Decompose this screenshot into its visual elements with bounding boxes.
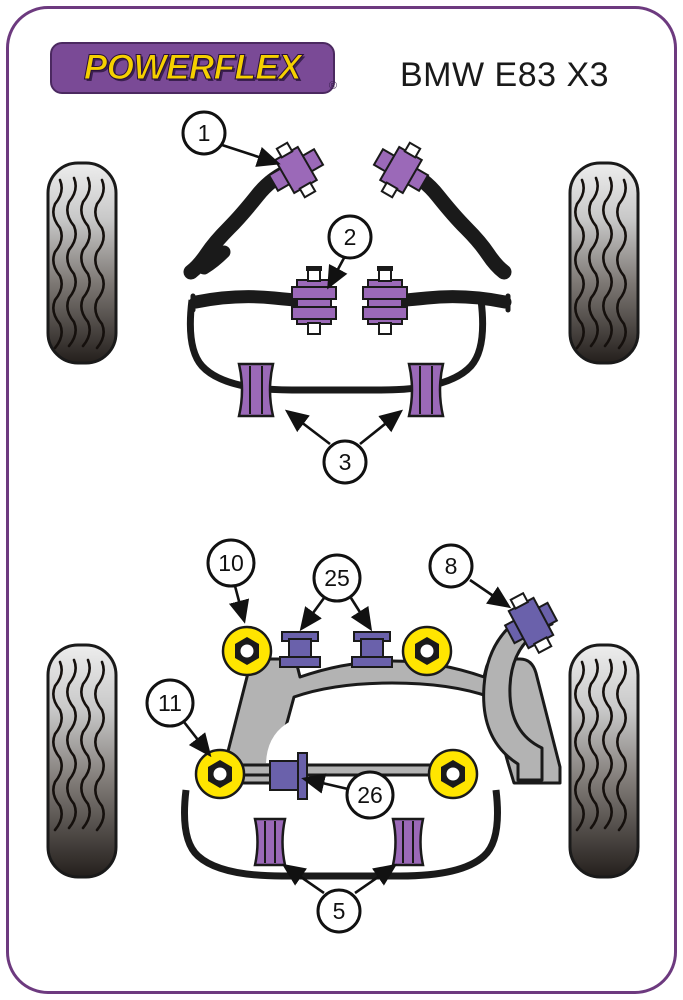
front-arb-bush-left xyxy=(237,362,275,418)
rear-subframe-bush-upper-right xyxy=(401,625,453,677)
front-upper-wishbone-left xyxy=(183,162,299,280)
registered-mark-icon: ® xyxy=(328,80,337,92)
rear-arb-bush-left xyxy=(253,817,287,867)
front-upper-bush-right xyxy=(372,141,430,199)
callout-5-label: 5 xyxy=(333,898,346,924)
callout-3[interactable]: 3 xyxy=(284,409,404,485)
callout-8-label: 8 xyxy=(445,553,458,579)
callout-26-label: 26 xyxy=(357,782,383,808)
front-lower-bush-left xyxy=(291,266,337,335)
callout-2[interactable]: 2 xyxy=(327,214,373,290)
callout-3-label: 3 xyxy=(339,449,352,475)
logo-text: POWERFLEX xyxy=(83,48,302,88)
callout-11-label: 11 xyxy=(158,690,182,716)
front-upper-bush-left xyxy=(267,141,325,199)
rear-trailing-arm xyxy=(482,608,554,782)
rear-anti-roll-bar xyxy=(181,789,501,880)
callout-1[interactable]: 1 xyxy=(181,110,281,167)
rear-trailing-arm-bush xyxy=(503,591,559,655)
page-title: BMW E83 X3 xyxy=(400,55,610,94)
front-lower-bush-right xyxy=(362,266,408,335)
callout-25[interactable]: 25 xyxy=(299,553,373,632)
callout-26[interactable]: 26 xyxy=(301,770,395,820)
front-upper-wishbone-right xyxy=(396,162,512,280)
rear-subframe-bush-upper-left xyxy=(221,625,273,677)
rear-arb-bush-right xyxy=(391,817,425,867)
rear-left-tire xyxy=(46,643,118,879)
logo-plate xyxy=(50,42,335,94)
callout-11[interactable]: 11 xyxy=(145,678,212,758)
front-arb-bush-right xyxy=(407,362,445,418)
callout-8[interactable]: 8 xyxy=(428,543,512,609)
callout-5[interactable]: 5 xyxy=(281,863,398,934)
front-left-tire xyxy=(46,161,118,365)
powerflex-logo: POWERFLEX ® xyxy=(50,42,337,94)
callout-1-label: 1 xyxy=(198,120,211,146)
callout-2-label: 2 xyxy=(344,224,357,250)
front-right-tire xyxy=(568,161,640,365)
callout-10-label: 10 xyxy=(218,550,244,576)
front-anti-roll-bar xyxy=(186,299,487,394)
callout-25-label: 25 xyxy=(324,565,350,591)
rear-subframe-bush-lower-left xyxy=(194,748,246,800)
callout-10[interactable]: 10 xyxy=(206,538,256,624)
rear-diff-mount-bush-right xyxy=(351,631,393,668)
rear-subframe-bush-lower-right xyxy=(427,748,479,800)
rear-diff-mount-bush-left xyxy=(279,631,321,668)
rear-right-tire xyxy=(568,643,640,879)
